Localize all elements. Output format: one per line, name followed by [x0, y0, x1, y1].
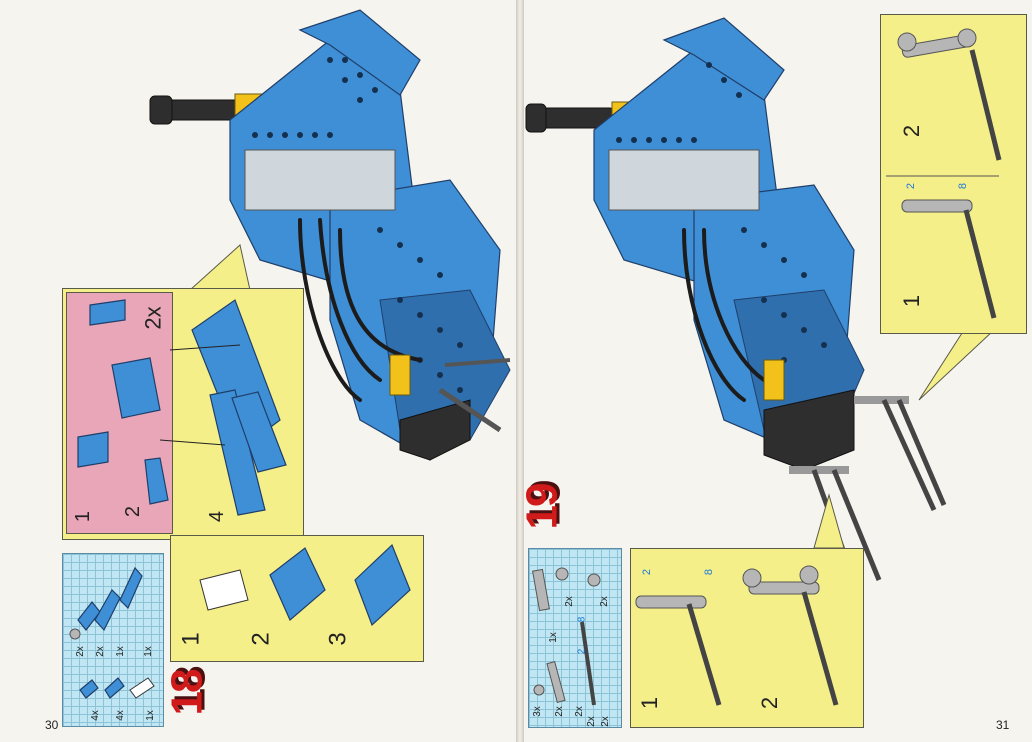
parts-list-left-bricks	[69, 566, 155, 699]
part-qty-3: 1x	[114, 646, 126, 657]
callout-top-right	[880, 14, 1027, 334]
step-number-18: 18	[162, 670, 212, 716]
right-part-qty-3: 1x	[547, 632, 559, 643]
parts-list-left	[62, 553, 164, 727]
right-part-qty-2: 2x	[598, 596, 610, 607]
part-qty-2: 2x	[94, 646, 106, 657]
right-part-qty-5: 2x	[553, 706, 565, 717]
right-part-qty-4: 3x	[531, 706, 543, 717]
callout-bricks-left	[77, 299, 411, 627]
part-qty-4: 1x	[142, 646, 154, 657]
right-part-marker-8: 8	[576, 616, 588, 623]
right-part-marker-2: 2	[576, 648, 588, 655]
callout-bottom-right-parts	[635, 565, 839, 706]
right-part-qty-6: 2x	[573, 706, 585, 717]
left-page: 2x 1 2 4 1 2 3 2x 2x 1x 1x 4x 4x 1x 18 3…	[0, 0, 516, 742]
right-part-qty-1: 2x	[563, 596, 575, 607]
right-page: 2 1 2 8 1 2 2 8 2x 2x 1x 8 2 3x 2x 2x 2x…	[524, 0, 1032, 742]
part-qty-6: 4x	[114, 710, 126, 721]
page-number-left: 30	[45, 718, 59, 732]
part-qty-5: 4x	[89, 710, 101, 721]
parts-list-right-parts	[532, 567, 601, 706]
model-illustration-left	[149, 9, 511, 461]
book-gutter	[516, 0, 524, 742]
callout-top-right-parts	[886, 28, 1002, 319]
page-number-right: 31	[996, 718, 1010, 732]
part-qty-7: 1x	[144, 710, 156, 721]
right-part-qty-7: 2x	[585, 716, 597, 727]
right-part-qty-8: 2x	[599, 716, 611, 727]
parts-list-right	[528, 548, 622, 728]
part-qty-1: 2x	[74, 646, 86, 657]
model-illustration-right	[525, 17, 947, 581]
step-number-19: 19	[524, 484, 567, 530]
